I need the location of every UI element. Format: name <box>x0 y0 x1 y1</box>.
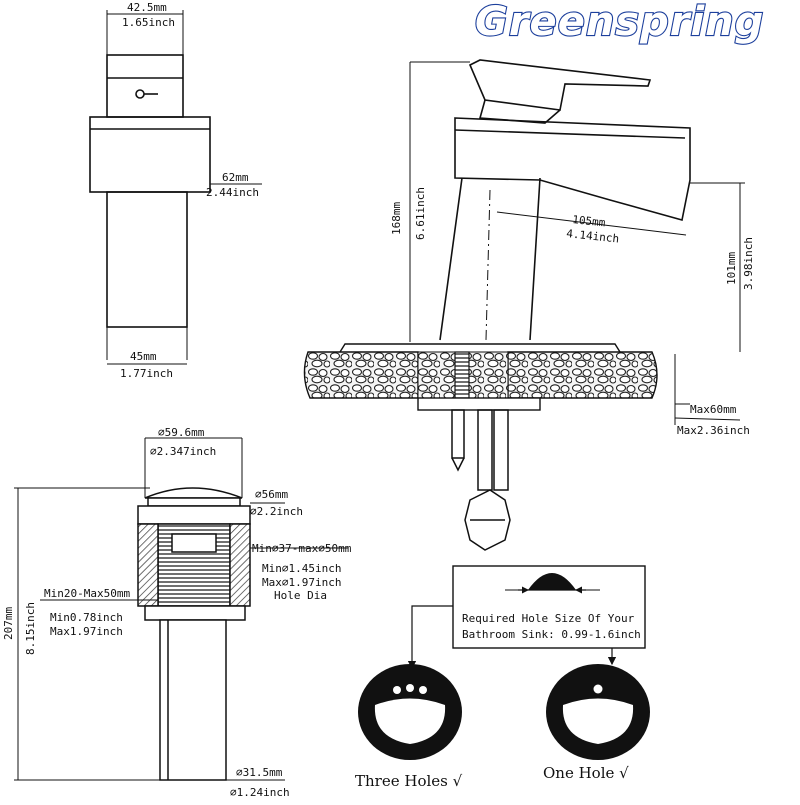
reach-inch: 4.14inch <box>566 227 620 245</box>
faucet-front-view <box>439 59 691 341</box>
hole-dia-label: Hole Dia <box>274 589 327 602</box>
base-width-mm: 45mm <box>130 350 157 363</box>
top-width-mm: 42.5mm <box>127 1 167 14</box>
drain-height-inch: 8.15inch <box>24 602 37 655</box>
hole-max-inch: Max⌀1.97inch <box>262 576 341 589</box>
handle-screw <box>135 89 145 99</box>
pop-up-drain <box>137 487 251 781</box>
spout-height-mm: 101mm <box>725 252 738 285</box>
base-width-inch: 1.77inch <box>120 367 173 380</box>
spout-side-view <box>89 54 211 360</box>
height-mm: 168mm <box>390 202 403 235</box>
one-hole-caption: One Hole √ <box>543 764 629 782</box>
supply-hoses <box>451 409 511 551</box>
faucet-body <box>439 177 541 341</box>
flange-diameter-mm: ⌀56mm <box>255 488 288 501</box>
note-line-1: Required Hole Size Of Your <box>462 612 635 625</box>
pipe-diameter-mm: ⌀31.5mm <box>236 766 283 779</box>
thickness-min-inch: Min0.78inch <box>50 611 123 624</box>
height-inch: 6.61inch <box>414 187 427 240</box>
cap-diameter-inch: ⌀2.347inch <box>150 445 216 458</box>
reach-mm: 105mm <box>572 213 607 229</box>
top-width-inch: 1.65inch <box>122 16 175 29</box>
spout-body <box>106 191 188 328</box>
thickness-max-inch: Max1.97inch <box>50 625 123 638</box>
cap-diameter-mm: ⌀59.6mm <box>158 426 205 439</box>
deck-max-mm: Max60mm <box>690 403 737 416</box>
hole-min-inch: Min⌀1.45inch <box>262 562 341 575</box>
one-hole-sink <box>546 664 650 760</box>
faucet-handle <box>468 59 652 111</box>
flange-diameter-inch: ⌀2.2inch <box>250 505 303 518</box>
depth-mm: 62mm <box>222 171 249 184</box>
three-hole-sink <box>358 664 462 760</box>
depth-inch: 2.44inch <box>206 186 259 199</box>
countertop-section <box>303 343 658 411</box>
hole-range-mm: Min⌀37-max⌀50mm <box>252 542 352 555</box>
three-holes-caption: Three Holes √ <box>355 772 463 790</box>
hole-size-note: Required Hole Size Of Your Bathroom Sink… <box>452 565 646 649</box>
waterfall-spout <box>454 117 691 222</box>
pipe-diameter-inch: ⌀1.24inch <box>230 786 290 799</box>
drain-height-mm: 207mm <box>2 607 15 640</box>
brand-logo: Greenspring <box>475 0 764 45</box>
deck-max-inch: Max2.36inch <box>677 424 750 437</box>
handle-block <box>106 54 184 118</box>
thickness-mm: Min20-Max50mm <box>44 587 130 600</box>
spout-height-inch: 3.98inch <box>742 237 755 290</box>
note-line-2: Bathroom Sink: 0.99-1.6inch <box>462 628 641 641</box>
